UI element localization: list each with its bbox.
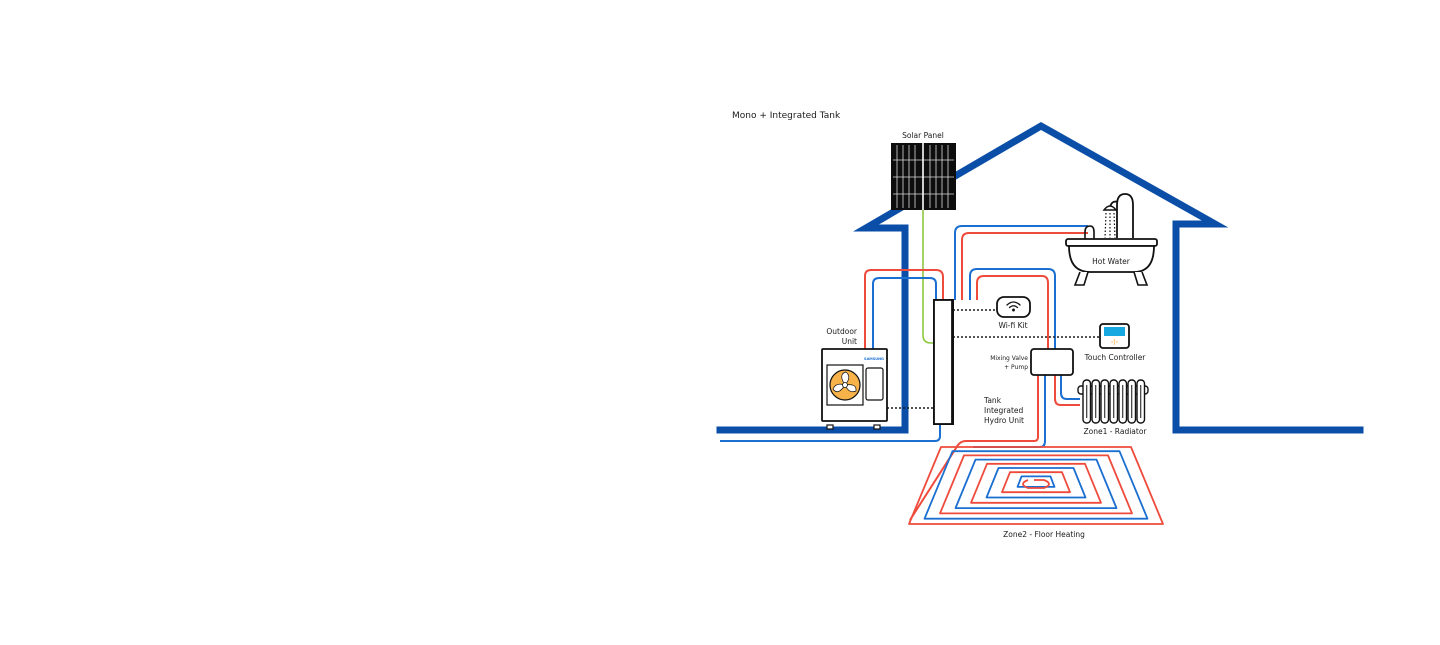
house-outline — [716, 121, 1364, 434]
solar-panel-label: Solar Panel — [902, 131, 944, 140]
wifi-kit: Wi-fi Kit — [996, 296, 1031, 330]
tank-frame — [933, 299, 953, 425]
mixing-valve-feed-pipes — [969, 268, 1056, 350]
tank-label-3: Hydro Unit — [984, 416, 1024, 425]
outdoor-unit: Outdoor Unit SAMSUNG — [821, 327, 888, 430]
controller-screen — [1104, 327, 1125, 336]
shower-head-icon — [1102, 205, 1118, 211]
floor-coil-hot-loop — [908, 446, 1164, 525]
tank-label-1: Tank — [983, 396, 1002, 405]
solar-panel: Solar Panel — [891, 131, 956, 210]
bathtub: Hot Water — [1065, 193, 1158, 286]
mixing-valve-pump: Mixing Valve + Pump — [990, 348, 1074, 376]
control-wiring — [883, 309, 1100, 409]
floor-heating-coil — [908, 446, 1164, 525]
hot-water-label: Hot Water — [1092, 257, 1131, 266]
floor-coil-cold-loop — [1016, 475, 1056, 488]
solar-cable — [922, 210, 935, 344]
floor-coil-cold-loop — [954, 458, 1118, 509]
floor-coil-cold-loop — [985, 467, 1087, 499]
mixing-valve-label-2: + Pump — [1004, 364, 1028, 371]
mixing-valve-label-1: Mixing Valve — [990, 355, 1028, 362]
touch-controller-label: Touch Controller — [1084, 353, 1147, 362]
return-pipe — [720, 424, 941, 442]
tap-icon — [1084, 225, 1095, 240]
diagram-title: Mono + Integrated Tank — [732, 111, 841, 121]
brand-logo: SAMSUNG — [864, 357, 884, 361]
floor-heating-label: Zone2 - Floor Heating — [1003, 530, 1085, 539]
wifi-kit-label: Wi-fi Kit — [998, 321, 1027, 330]
radiator: Zone1 - Radiator — [1077, 379, 1149, 436]
outdoor-unit-pipes — [864, 269, 944, 350]
wifi-icon — [1006, 301, 1021, 312]
radiator-pipes — [1054, 374, 1080, 406]
tank-definitive — [933, 299, 953, 425]
touch-controller: Touch Controller — [1084, 323, 1147, 362]
tank-label-2: Integrated — [984, 406, 1024, 415]
floor-coil-hot-loop — [970, 462, 1102, 504]
floor-coil-cold-loop — [923, 450, 1149, 520]
floor-coil-center — [1022, 479, 1050, 489]
floor-coil-hot-loop — [939, 454, 1133, 515]
radiator-label: Zone1 - Radiator — [1083, 427, 1147, 436]
hot-water-pipes — [954, 225, 1088, 300]
outdoor-unit-label-1: Outdoor — [826, 327, 858, 336]
outdoor-unit-label-2: Unit — [842, 337, 857, 346]
floor-coil-hot-loop — [1001, 471, 1071, 494]
